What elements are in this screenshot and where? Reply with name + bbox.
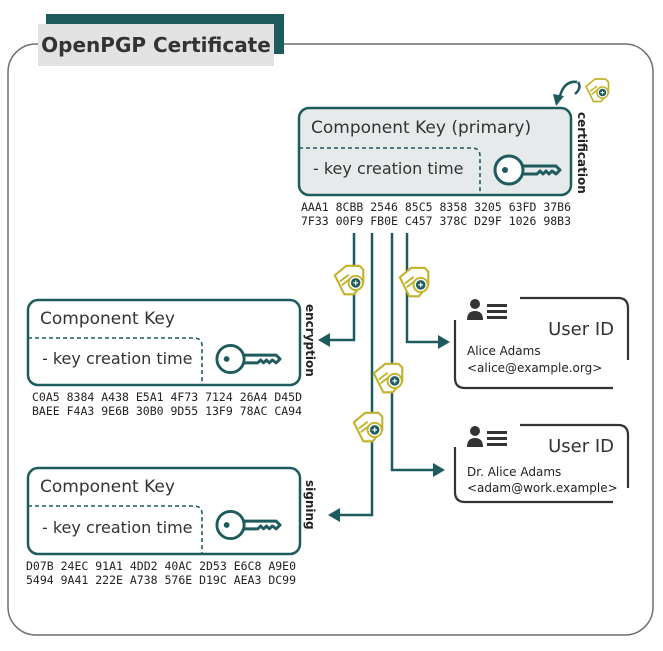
encryption-fingerprint-line-1: C0A5 8384 A438 E5A1 4F73 7124 26A4 D45D bbox=[32, 390, 302, 404]
user-id-email: <adam@work.example> bbox=[467, 481, 618, 495]
encryption-key-box: Component Key - key creation time encryp… bbox=[26, 298, 317, 387]
user-id-name: Alice Adams bbox=[467, 344, 541, 358]
user-id-title: User ID bbox=[548, 436, 614, 457]
signing-key-box: Component Key - key creation time signin… bbox=[26, 466, 317, 556]
signing-fingerprint-line-1: D07B 24EC 91A1 4DD2 40AC 2D53 E6C8 A9E0 bbox=[26, 559, 296, 573]
user-id-card: User ID Alice Adams <alice@example.org> bbox=[453, 296, 630, 390]
encryption-key-field: - key creation time bbox=[42, 349, 193, 368]
primary-fingerprint-line-1: AAA1 8CBB 2546 85C5 8358 3205 63FD 37B6 bbox=[301, 200, 571, 214]
encryption-label: encryption bbox=[303, 304, 317, 377]
user-id-name: Dr. Alice Adams bbox=[467, 465, 561, 479]
primary-key-box: Component Key (primary) - key creation t… bbox=[297, 106, 589, 197]
signing-fingerprint-line-2: 5494 9A41 222E A738 576E D19C AEA3 DC99 bbox=[26, 573, 296, 587]
page-title: OpenPGP Certificate bbox=[41, 33, 271, 57]
title-tab: OpenPGP Certificate bbox=[38, 14, 284, 66]
primary-key-title: Component Key (primary) bbox=[311, 118, 531, 138]
encryption-fingerprint-line-2: BAEE F4A3 9E6B 30B0 9D55 13F9 78AC CA94 bbox=[32, 404, 302, 418]
signing-label: signing bbox=[303, 480, 317, 530]
signing-key-title: Component Key bbox=[40, 477, 175, 497]
certification-label: certification bbox=[575, 112, 589, 194]
connector-lines bbox=[328, 80, 581, 517]
signing-key-field: - key creation time bbox=[42, 518, 193, 537]
encryption-key-title: Component Key bbox=[40, 309, 175, 329]
primary-fingerprint-line-2: 7F33 00F9 FB0E C457 378C D29F 1026 98B3 bbox=[301, 214, 571, 228]
user-id-email: <alice@example.org> bbox=[467, 361, 602, 375]
connector-arrowheads bbox=[318, 94, 564, 522]
primary-key-field: - key creation time bbox=[313, 159, 464, 178]
user-id-card: User ID Dr. Alice Adams <adam@work.examp… bbox=[453, 423, 630, 504]
user-id-title: User ID bbox=[548, 319, 614, 340]
